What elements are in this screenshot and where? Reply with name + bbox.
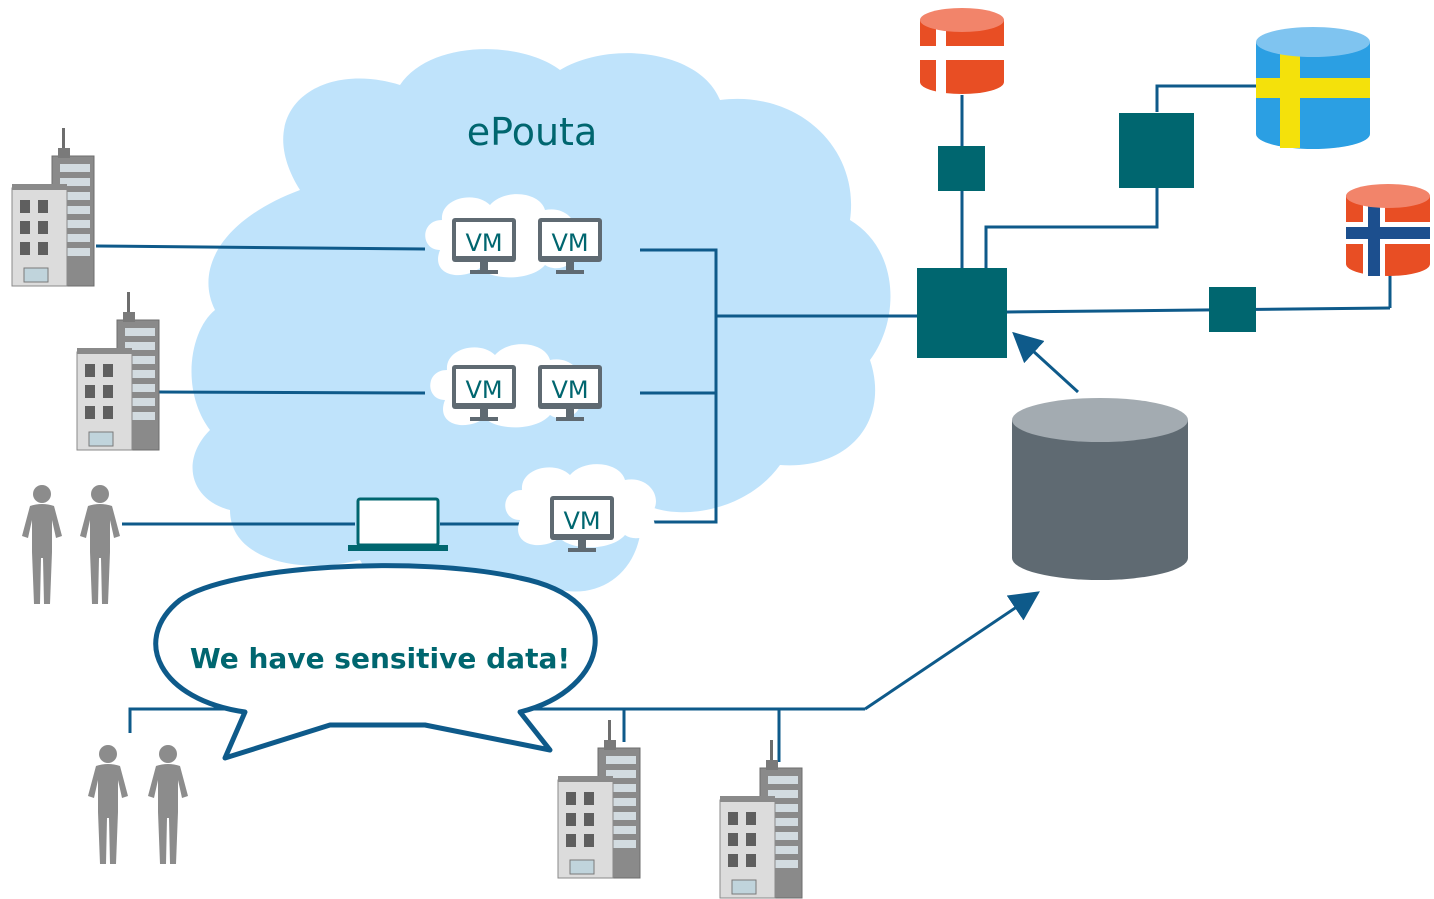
vm-monitor-5[interactable]: VM	[550, 496, 614, 552]
network-node-icon[interactable]	[1209, 287, 1256, 332]
speech-bubble: We have sensitive data!	[153, 563, 598, 761]
network-node-icon[interactable]	[1119, 113, 1194, 188]
database-norway-icon[interactable]	[1346, 184, 1430, 276]
vm-label: VM	[551, 376, 588, 404]
central-database-icon[interactable]	[1012, 398, 1188, 580]
building-icon	[719, 739, 803, 899]
building-icon	[11, 127, 95, 287]
building-icon	[557, 719, 641, 879]
vm-monitor-4[interactable]: VM	[538, 365, 602, 421]
people-icon	[88, 745, 188, 864]
network-node-icon[interactable]	[938, 146, 985, 191]
vm-monitor-1[interactable]: VM	[452, 218, 516, 274]
building-icon	[76, 291, 160, 451]
vm-label: VM	[465, 376, 502, 404]
laptop-icon	[348, 497, 448, 551]
vm-label: VM	[563, 507, 600, 535]
database-denmark-icon[interactable]	[920, 8, 1004, 94]
speech-text: We have sensitive data!	[190, 642, 570, 675]
vm-label: VM	[551, 229, 588, 257]
vm-monitor-3[interactable]: VM	[452, 365, 516, 421]
cloud-title: ePouta	[467, 110, 597, 154]
vm-monitor-2[interactable]: VM	[538, 218, 602, 274]
network-node-icon[interactable]	[917, 268, 1007, 358]
people-icon	[22, 485, 120, 604]
network-lines	[95, 84, 1392, 762]
vm-label: VM	[465, 229, 502, 257]
database-sweden-icon[interactable]	[1256, 27, 1370, 149]
